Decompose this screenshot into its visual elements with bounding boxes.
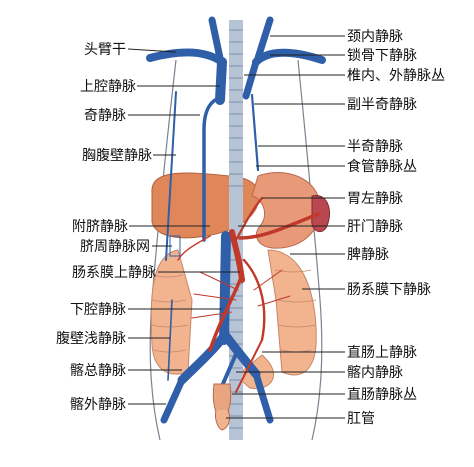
label-superficial-epigastric-vein: 腹壁浅静脉 (56, 330, 126, 347)
leader-lines (127, 35, 345, 419)
label-hepatic-portal-vein: 肝门静脉 (347, 219, 403, 235)
label-inferior-vena-cava: 下腔静脉 (70, 302, 126, 318)
label-inferior-mesenteric-vein: 肠系膜下静脉 (347, 282, 431, 298)
label-accessory-hemiazygos-vein: 副半奇静脉 (347, 96, 417, 113)
label-hemiazygos-vein: 半奇静脉 (347, 138, 403, 155)
spleen (311, 195, 330, 233)
right-labels: 颈内静脉 锁骨下静脉 椎内、外静脉丛 副半奇静脉 半奇静脉 食管静脉丛 胃左静脉… (347, 29, 445, 427)
systemic-veins (146, 16, 326, 424)
label-internal-jugular-vein: 颈内静脉 (347, 29, 403, 45)
label-internal-iliac-vein: 髂内静脉 (347, 364, 403, 381)
label-subclavian-vein: 锁骨下静脉 (347, 48, 417, 64)
label-external-iliac-vein: 髂外静脉 (70, 396, 126, 413)
label-vertebral-venous-plexus: 椎内、外静脉丛 (347, 68, 445, 84)
anal-canal (215, 409, 231, 431)
portal-veins (177, 196, 320, 393)
label-azygos-vein: 奇静脉 (84, 107, 126, 124)
label-rectal-venous-plexus: 直肠静脉丛 (347, 386, 417, 403)
label-esophageal-venous-plexus: 食管静脉丛 (347, 158, 417, 175)
label-superior-rectal-vein: 直肠上静脉 (347, 344, 417, 361)
label-brachiocephalic-trunk: 头臂干 (84, 42, 126, 58)
body-wall-right (297, 59, 323, 441)
stomach (251, 172, 321, 249)
descending-colon (267, 249, 317, 376)
anatomy-illustration (146, 16, 330, 441)
label-thoracoepigastric-vein: 胸腹壁静脉 (82, 147, 152, 164)
label-common-iliac-vein: 髂总静脉 (70, 362, 126, 379)
label-left-gastric-vein: 胃左静脉 (347, 191, 403, 207)
label-superior-mesenteric-vein: 肠系膜上静脉 (72, 265, 156, 281)
vertebral-column (229, 20, 243, 440)
body-wall-left (149, 59, 177, 441)
label-periumbilical-venous-network: 脐周静脉网 (80, 239, 150, 255)
label-anal-canal: 肛管 (347, 411, 375, 427)
label-paraumbilical-vein: 附脐静脉 (72, 219, 128, 235)
label-splenic-vein: 脾静脉 (347, 247, 389, 263)
left-labels: 头臂干 上腔静脉 奇静脉 胸腹壁静脉 附脐静脉 脐周静脉网 肠系膜上静脉 下腔静… (56, 42, 156, 413)
label-superior-vena-cava: 上腔静脉 (80, 79, 136, 95)
